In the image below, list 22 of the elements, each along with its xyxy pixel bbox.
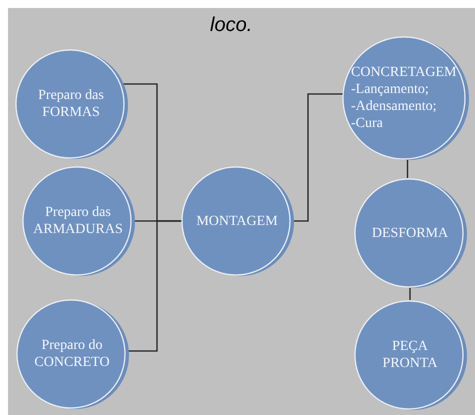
- connector-line: [409, 288, 411, 300]
- process-circle: [23, 166, 133, 276]
- list-item: -Lançamento;: [351, 81, 429, 98]
- node-label: Preparo do CONCRETO: [33, 337, 111, 371]
- node-label: Preparo das ARMADURAS: [32, 204, 124, 238]
- connector-line: [292, 93, 344, 222]
- process-circle: [182, 166, 292, 276]
- process-circle: [355, 178, 465, 288]
- node-label: DESFORMA: [372, 224, 448, 242]
- process-circle: [355, 300, 465, 410]
- connector-line: [406, 160, 408, 178]
- connector-line: [126, 220, 182, 352]
- node-label: Preparo das FORMAS: [37, 87, 105, 121]
- process-circle: [17, 299, 127, 409]
- node-label: MONTAGEM: [196, 212, 278, 230]
- process-circle: [343, 36, 467, 160]
- process-circle: [16, 49, 126, 159]
- list-item: -Adensamento;: [351, 98, 437, 115]
- list-item: -Cura: [351, 115, 383, 132]
- node-label: PEÇA PRONTA: [382, 338, 438, 372]
- node-heading: CONCRETAGEM: [351, 64, 456, 81]
- caption-fragment: loco.: [210, 14, 252, 37]
